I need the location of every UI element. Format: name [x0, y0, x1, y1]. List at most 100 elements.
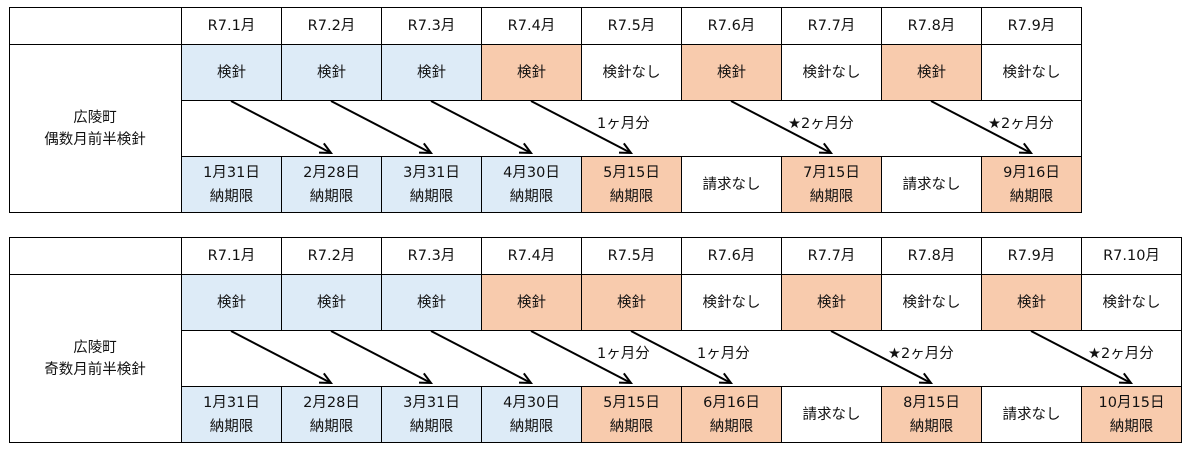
meter-reading-cell: 検針なし [1081, 274, 1181, 330]
meter-reading-cell: 検針 [381, 44, 481, 100]
meter-reading-cell: 検針 [481, 44, 581, 100]
month-header-cell: R7.2月 [281, 7, 381, 44]
billing-period-note: 1ヶ月分 [697, 346, 750, 362]
due-date-text: 1月31日 [203, 164, 260, 181]
meter-reading-cell: 検針なし [981, 44, 1081, 100]
payment-due-cell: 4月30日納期限 [481, 156, 581, 212]
month-header-cell: R7.1月 [181, 7, 281, 44]
month-header-cell: R7.6月 [681, 237, 781, 274]
payment-due-cell: 8月15日納期限 [881, 386, 981, 442]
meter-reading-text: 検針なし [702, 294, 761, 311]
month-header-text: R7.1月 [207, 17, 256, 34]
due-date-text: 請求なし [1002, 406, 1061, 423]
meter-reading-text: 検針なし [602, 64, 661, 81]
row-label-cell: 広陵町奇数月前半検針 [9, 274, 181, 442]
label-town: 広陵町 [73, 109, 117, 126]
month-header-cell: R7.2月 [281, 237, 381, 274]
due-label-text: 納期限 [409, 418, 454, 435]
billing-period-note: ★2ヶ月分 [1088, 346, 1154, 362]
due-date-text: 請求なし [802, 406, 861, 423]
payment-due-cell: 10月15日納期限 [1081, 386, 1181, 442]
due-date-text: 請求なし [902, 176, 961, 193]
meter-reading-text: 検針 [717, 64, 746, 81]
meter-reading-text: 検針 [517, 294, 546, 311]
payment-due-cell: 請求なし [681, 156, 781, 212]
month-header-cell: R7.9月 [981, 7, 1081, 44]
month-header-cell: R7.3月 [381, 7, 481, 44]
payment-due-cell: 2月28日納期限 [281, 386, 381, 442]
meter-reading-text: 検針 [217, 64, 246, 81]
due-date-text: 3月31日 [403, 394, 460, 411]
meter-reading-cell: 検針なし [781, 44, 881, 100]
month-header-cell: R7.7月 [781, 237, 881, 274]
due-label-text: 納期限 [509, 418, 554, 435]
payment-due-cell: 3月31日納期限 [381, 386, 481, 442]
month-header-text: R7.4月 [507, 247, 556, 264]
month-header-cell: R7.8月 [881, 7, 981, 44]
month-header-cell: R7.3月 [381, 237, 481, 274]
payment-due-cell: 4月30日納期限 [481, 386, 581, 442]
meter-reading-text: 検針なし [902, 294, 961, 311]
month-header-text: R7.5月 [607, 17, 656, 34]
due-label-text: 納期限 [509, 188, 554, 205]
header-divider [9, 274, 1181, 275]
due-date-text: 3月31日 [403, 164, 460, 181]
due-label-text: 納期限 [209, 418, 254, 435]
month-header-text: R7.9月 [1007, 247, 1056, 264]
month-header-cell: R7.4月 [481, 7, 581, 44]
month-header-text: R7.8月 [907, 247, 956, 264]
meter-reading-cell: 検針 [281, 44, 381, 100]
label-reading-type: 奇数月前半検針 [44, 361, 146, 378]
month-header-text: R7.7月 [807, 17, 856, 34]
payment-due-cell: 7月15日納期限 [781, 156, 881, 212]
payment-due-cell: 6月16日納期限 [681, 386, 781, 442]
due-label-text: 納期限 [409, 188, 454, 205]
month-header-cell: R7.9月 [981, 237, 1081, 274]
row-label-cell: 広陵町偶数月前半検針 [9, 44, 181, 212]
due-date-text: 4月30日 [503, 394, 560, 411]
meter-reading-cell: 検針 [581, 274, 681, 330]
label-town: 広陵町 [73, 339, 117, 356]
meter-reading-text: 検針 [217, 294, 246, 311]
month-header-text: R7.1月 [207, 247, 256, 264]
due-label-text: 納期限 [1009, 188, 1054, 205]
payment-due-cell: 1月31日納期限 [181, 156, 281, 212]
meter-reading-cell: 検針 [781, 274, 881, 330]
due-date-text: 9月16日 [1003, 164, 1060, 181]
month-header-text: R7.10月 [1103, 247, 1160, 264]
payment-due-cell: 3月31日納期限 [381, 156, 481, 212]
header-divider [9, 44, 1081, 45]
month-header-text: R7.8月 [907, 17, 956, 34]
payment-due-cell: 5月15日納期限 [581, 156, 681, 212]
payment-due-cell: 請求なし [781, 386, 881, 442]
month-header-cell: R7.1月 [181, 237, 281, 274]
meter-reading-cell: 検針なし [581, 44, 681, 100]
meter-reading-cell: 検針 [981, 274, 1081, 330]
month-header-cell: R7.8月 [881, 237, 981, 274]
billing-period-note: 1ヶ月分 [597, 346, 650, 362]
meter-reading-text: 検針 [317, 294, 346, 311]
due-label-text: 納期限 [909, 418, 954, 435]
due-label-text: 納期限 [1109, 418, 1154, 435]
billing-period-note: 1ヶ月分 [597, 116, 650, 132]
meter-reading-cell: 検針 [181, 274, 281, 330]
billing-period-note: ★2ヶ月分 [988, 116, 1054, 132]
month-header-text: R7.3月 [407, 17, 456, 34]
meter-reading-text: 検針 [517, 64, 546, 81]
month-header-text: R7.2月 [307, 247, 356, 264]
arrow-row [181, 330, 1181, 386]
payment-due-cell: 請求なし [881, 156, 981, 212]
month-header-text: R7.7月 [807, 247, 856, 264]
meter-reading-cell: 検針 [481, 274, 581, 330]
meter-reading-text: 検針なし [1102, 294, 1161, 311]
meter-reading-cell: 検針 [181, 44, 281, 100]
due-date-text: 10月15日 [1098, 394, 1165, 411]
due-date-text: 6月16日 [703, 394, 760, 411]
header-corner-cell [9, 7, 181, 44]
payment-due-cell: 2月28日納期限 [281, 156, 381, 212]
due-label-text: 納期限 [709, 418, 754, 435]
meter-reading-cell: 検針 [681, 44, 781, 100]
meter-reading-text: 検針 [417, 64, 446, 81]
meter-reading-text: 検針 [317, 64, 346, 81]
month-header-cell: R7.6月 [681, 7, 781, 44]
